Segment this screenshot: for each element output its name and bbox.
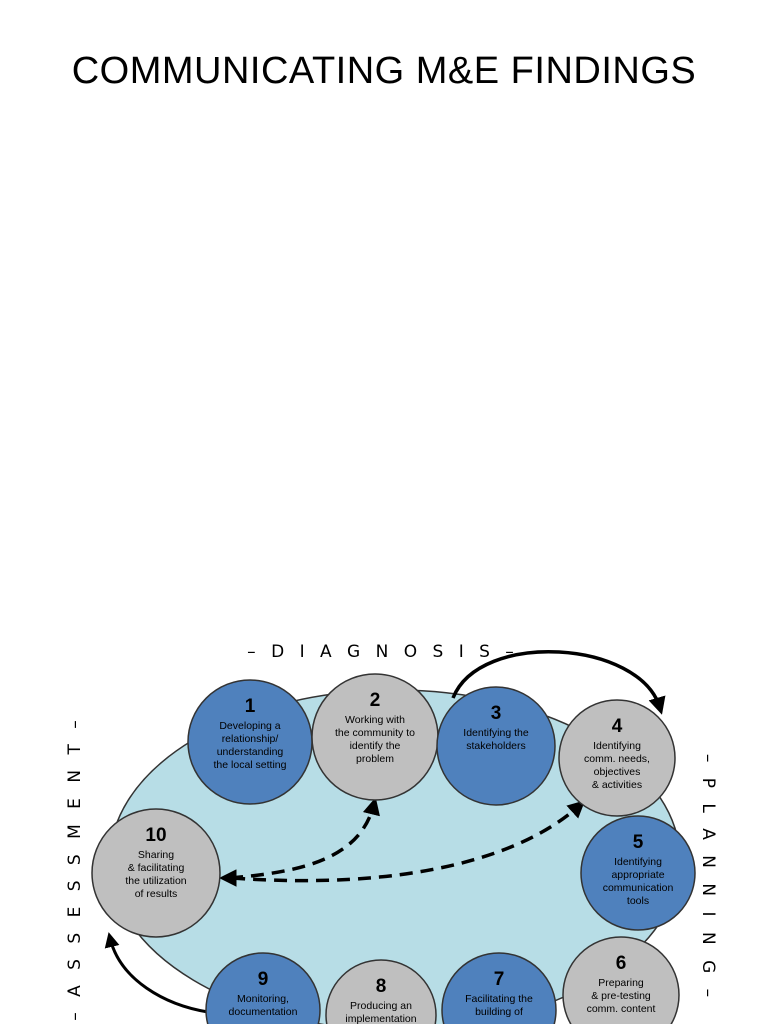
step-8-label-line: Producing an — [350, 1000, 412, 1012]
step-4-label-line: comm. needs, — [584, 753, 650, 765]
step-10-label-line: of results — [135, 888, 178, 900]
step-4-label-line: Identifying — [593, 740, 641, 752]
step-4-label-line: objectives — [594, 766, 641, 778]
step-10-label-line: & facilitating — [128, 862, 185, 874]
step-5-label-line: Identifying — [614, 856, 662, 868]
step-6-label-line: & pre-testing — [591, 990, 651, 1002]
step-1-label-line: understanding — [217, 746, 284, 758]
step-6-circle — [562, 936, 680, 1024]
step-9-label-line: documentation — [229, 1006, 298, 1018]
step-10-circle — [91, 808, 221, 938]
step-5-label-line: appropriate — [611, 869, 664, 881]
step-9-label-line: Monitoring, — [237, 993, 289, 1005]
step-3-label-line: Identifying the — [463, 727, 529, 739]
step-4-number: 4 — [612, 716, 623, 737]
step-3-circle — [436, 686, 556, 806]
step-6-number: 6 — [616, 953, 627, 974]
step-10-label-line: Sharing — [138, 849, 174, 861]
step-7-circle — [441, 952, 557, 1024]
step-1-label-line: Developing a — [219, 720, 280, 732]
step-5-label-line: tools — [627, 895, 649, 907]
step-2-label-line: the community to — [335, 727, 415, 739]
step-2-label-line: Working with — [345, 714, 405, 726]
step-7-number: 7 — [494, 969, 505, 990]
step-9-number: 9 — [258, 969, 269, 990]
dashed-arrow-step10-to-step2 — [229, 797, 380, 880]
arrow-step9-to-step10 — [104, 932, 209, 1014]
step-8-label-line: implementation — [345, 1013, 416, 1024]
phase-label-planning: – P L A N N I N G – — [698, 754, 718, 1002]
slide-title: COMMUNICATING M&E FINDINGS — [71, 50, 697, 92]
step-5: 5Identifyingappropriatecommunicationtool… — [580, 815, 696, 931]
step-6-label-line: comm. content — [587, 1003, 656, 1015]
step-3-label-line: stakeholders — [466, 740, 526, 752]
step-9-circle — [205, 952, 321, 1024]
arrow-step3-to-step4 — [451, 650, 666, 715]
step-3-number: 3 — [491, 703, 502, 724]
phase-label-assessment: – A S S E S S M E N T – — [65, 715, 85, 1021]
step-4-label-line: & activities — [592, 779, 642, 791]
step-1-label-line: relationship/ — [222, 733, 279, 745]
step-2-number: 2 — [370, 690, 381, 711]
step-4-circle — [558, 699, 676, 817]
dashed-arrow-step10-to-step4 — [231, 800, 586, 883]
phase-label-diagnosis: – D I A G N O S I S – — [247, 642, 519, 662]
step-1-number: 1 — [245, 696, 256, 717]
step-6-label-line: Preparing — [598, 977, 644, 989]
step-7-label-line: building of — [475, 1006, 523, 1018]
step-10-number: 10 — [145, 825, 166, 846]
step-2-label-line: identify the — [350, 740, 401, 752]
step-5-number: 5 — [633, 832, 644, 853]
step-2-label-line: problem — [356, 753, 394, 765]
step-8-number: 8 — [376, 976, 387, 997]
step-10-label-line: the utilization — [125, 875, 186, 887]
step-7-label-line: Facilitating the — [465, 993, 533, 1005]
step-5-circle — [580, 815, 696, 931]
step-8-circle — [325, 959, 437, 1024]
step-1-label-line: the local setting — [214, 759, 287, 771]
step-5-label-line: communication — [603, 882, 674, 894]
